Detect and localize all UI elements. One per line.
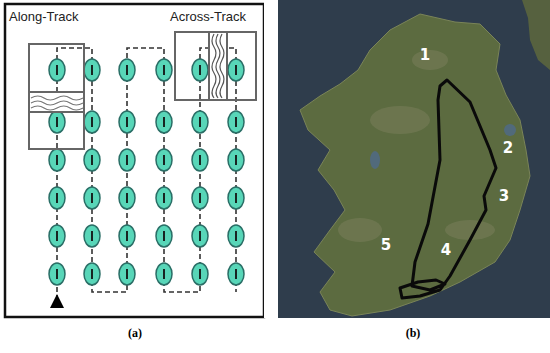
footprint-dash bbox=[56, 117, 58, 127]
footprint-dash bbox=[163, 117, 165, 127]
footprint-dash bbox=[199, 155, 201, 165]
footprint-ellipse bbox=[156, 187, 172, 209]
footprint-dash bbox=[163, 231, 165, 241]
footprint-dash bbox=[163, 269, 165, 279]
footprint-ellipse bbox=[119, 59, 135, 81]
footprint-dash bbox=[126, 155, 128, 165]
footprint-dash bbox=[235, 117, 237, 127]
subfigure-caption: (a) bbox=[128, 327, 142, 340]
footprint-ellipse bbox=[228, 149, 244, 171]
footprint-ellipse bbox=[119, 111, 135, 133]
footprint-dash bbox=[91, 193, 93, 203]
footprint-ellipse bbox=[49, 225, 65, 247]
footprint-dash bbox=[199, 65, 201, 75]
footprint-dash bbox=[126, 231, 128, 241]
footprint-ellipse bbox=[228, 59, 244, 81]
footprint-dash bbox=[91, 117, 93, 127]
footprint-dash bbox=[199, 231, 201, 241]
footprint-dash bbox=[126, 269, 128, 279]
footprint-ellipse bbox=[84, 149, 100, 171]
waypoint-number: 1 bbox=[420, 47, 430, 64]
footprint-dash bbox=[91, 65, 93, 75]
footprint-ellipse bbox=[192, 187, 208, 209]
footprint-ellipse bbox=[84, 59, 100, 81]
footprint-dash bbox=[235, 269, 237, 279]
footprint-dash bbox=[126, 65, 128, 75]
footprint-ellipse bbox=[119, 149, 135, 171]
footprint-dash bbox=[235, 155, 237, 165]
footprint-ellipse bbox=[192, 59, 208, 81]
footprint-ellipse bbox=[156, 111, 172, 133]
footprint-dash bbox=[199, 193, 201, 203]
footprint-dash bbox=[235, 231, 237, 241]
footprint-ellipse bbox=[192, 225, 208, 247]
footprint-dash bbox=[199, 269, 201, 279]
footprint-ellipse bbox=[228, 225, 244, 247]
footprint-ellipse bbox=[228, 263, 244, 285]
footprint-dash bbox=[91, 231, 93, 241]
footprint-dash bbox=[235, 193, 237, 203]
footprint-dash bbox=[56, 155, 58, 165]
footprint-ellipse bbox=[228, 187, 244, 209]
footprint-ellipse bbox=[49, 263, 65, 285]
waypoint-number: 2 bbox=[503, 140, 513, 157]
panel-heading: Across-Track bbox=[170, 10, 246, 24]
footprint-ellipse bbox=[156, 149, 172, 171]
waypoint-number: 4 bbox=[441, 242, 451, 259]
footprint-ellipse bbox=[84, 111, 100, 133]
footprint-ellipse bbox=[119, 187, 135, 209]
footprint-dash bbox=[163, 65, 165, 75]
footprint-ellipse bbox=[119, 225, 135, 247]
footprint-dash bbox=[91, 155, 93, 165]
footprint-ellipse bbox=[49, 149, 65, 171]
panel-heading: Along-Track bbox=[9, 10, 79, 24]
footprint-ellipse bbox=[228, 111, 244, 133]
footprint-dash bbox=[126, 193, 128, 203]
footprint-ellipse bbox=[156, 59, 172, 81]
footprint-dash bbox=[91, 269, 93, 279]
footprint-ellipse bbox=[156, 263, 172, 285]
footprint-ellipse bbox=[156, 225, 172, 247]
footprint-ellipse bbox=[192, 149, 208, 171]
subfigure-caption: (b) bbox=[406, 327, 421, 340]
footprint-dash bbox=[56, 193, 58, 203]
footprint-dash bbox=[56, 65, 58, 75]
footprint-dash bbox=[56, 269, 58, 279]
waypoint-number: 5 bbox=[381, 237, 391, 254]
footprint-ellipse bbox=[84, 225, 100, 247]
footprint-ellipse bbox=[192, 111, 208, 133]
footprint-ellipse bbox=[84, 187, 100, 209]
footprint-dash bbox=[126, 117, 128, 127]
waypoint-number: 3 bbox=[499, 188, 509, 205]
footprint-ellipse bbox=[192, 263, 208, 285]
footprint-ellipse bbox=[49, 59, 65, 81]
footprint-dash bbox=[163, 193, 165, 203]
footprint-dash bbox=[235, 65, 237, 75]
footprint-dash bbox=[199, 117, 201, 127]
footprint-ellipse bbox=[49, 111, 65, 133]
footprint-ellipse bbox=[119, 263, 135, 285]
footprint-ellipse bbox=[84, 263, 100, 285]
footprint-dash bbox=[163, 155, 165, 165]
footprint-dash bbox=[56, 231, 58, 241]
footprint-ellipse bbox=[49, 187, 65, 209]
